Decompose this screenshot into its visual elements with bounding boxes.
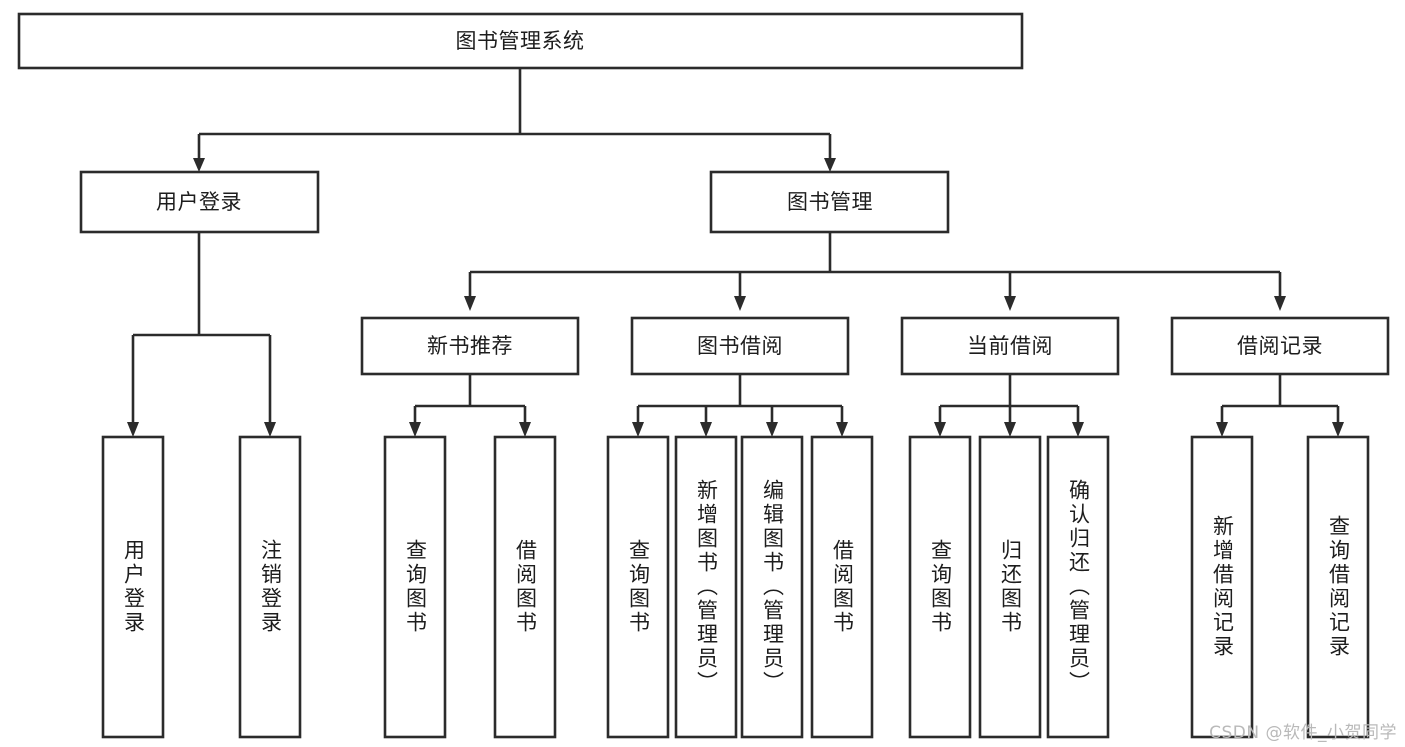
arrow-bookborrow-leaf0 <box>632 422 644 437</box>
leaf-box-book-borrow-1[interactable] <box>674 435 738 739</box>
arrow-root-to-bookmgmt <box>824 158 836 172</box>
leaf-box-user-login-1[interactable] <box>238 435 302 739</box>
arrow-newbook-leaf1 <box>519 422 531 437</box>
leaf-box-book-borrow-2[interactable] <box>740 435 804 739</box>
leaf-box-borrow-record-0[interactable] <box>1190 435 1254 739</box>
node-book-borrow-label: 图书借阅 <box>697 334 783 358</box>
node-new-book-recommend-box <box>360 316 580 376</box>
node-book-management-label: 图书管理 <box>787 190 873 214</box>
arrow-currentborrow-leaf0 <box>934 422 946 437</box>
node-root-box <box>17 12 1024 70</box>
node-root[interactable]: 图书管理系统 <box>17 12 1024 70</box>
arrow-borrowrecord-leaf0 <box>1216 422 1228 437</box>
arrow-currentborrow-leaf2 <box>1072 422 1084 437</box>
node-current-borrow[interactable]: 当前借阅 <box>900 316 1120 376</box>
arrow-currentborrow-leaf1 <box>1004 422 1016 437</box>
node-user-login-label: 用户登录 <box>156 190 242 214</box>
arrow-userlogin-leaf1 <box>264 422 276 437</box>
leaf-box-new-book-0[interactable] <box>383 435 447 739</box>
node-borrow-record[interactable]: 借阅记录 <box>1170 316 1390 376</box>
leaf-box-book-borrow-3[interactable] <box>810 435 874 739</box>
arrow-newbook-leaf0 <box>409 422 421 437</box>
node-book-management[interactable]: 图书管理 <box>709 170 950 234</box>
arrow-userlogin-leaf0 <box>127 422 139 437</box>
arrow-bookborrow-leaf2 <box>766 422 778 437</box>
node-book-management-box <box>709 170 950 234</box>
watermark-text: CSDN @软件_小贺同学 <box>1209 723 1397 743</box>
leaf-box-user-login-0[interactable] <box>101 435 165 739</box>
node-book-borrow[interactable]: 图书借阅 <box>630 316 850 376</box>
node-borrow-record-box <box>1170 316 1390 376</box>
node-root-label: 图书管理系统 <box>456 29 585 53</box>
arrow-root-to-userlogin <box>193 158 205 172</box>
node-new-book-recommend[interactable]: 新书推荐 <box>360 316 580 376</box>
leaf-box-borrow-record-1[interactable] <box>1306 435 1370 739</box>
node-current-borrow-box <box>900 316 1120 376</box>
node-book-borrow-box <box>630 316 850 376</box>
arrow-borrowrecord-leaf1 <box>1332 422 1344 437</box>
node-current-borrow-label: 当前借阅 <box>967 334 1053 358</box>
leaf-box-current-borrow-1[interactable] <box>978 435 1042 739</box>
leaf-box-new-book-1[interactable] <box>493 435 557 739</box>
node-new-book-recommend-label: 新书推荐 <box>427 334 513 358</box>
arrow-bookmgmt-to-n3d <box>1274 296 1286 311</box>
leaf-box-book-borrow-0[interactable] <box>606 435 670 739</box>
leaf-box-current-borrow-0[interactable] <box>908 435 972 739</box>
node-user-login[interactable]: 用户登录 <box>79 170 320 234</box>
arrow-bookmgmt-to-n3b <box>734 296 746 311</box>
arrow-bookmgmt-to-n3a <box>464 296 476 311</box>
leaf-box-current-borrow-2[interactable] <box>1046 435 1110 739</box>
arrow-bookborrow-leaf3 <box>836 422 848 437</box>
node-borrow-record-label: 借阅记录 <box>1237 334 1323 358</box>
arrow-bookmgmt-to-n3c <box>1004 296 1016 311</box>
arrow-bookborrow-leaf1 <box>700 422 712 437</box>
